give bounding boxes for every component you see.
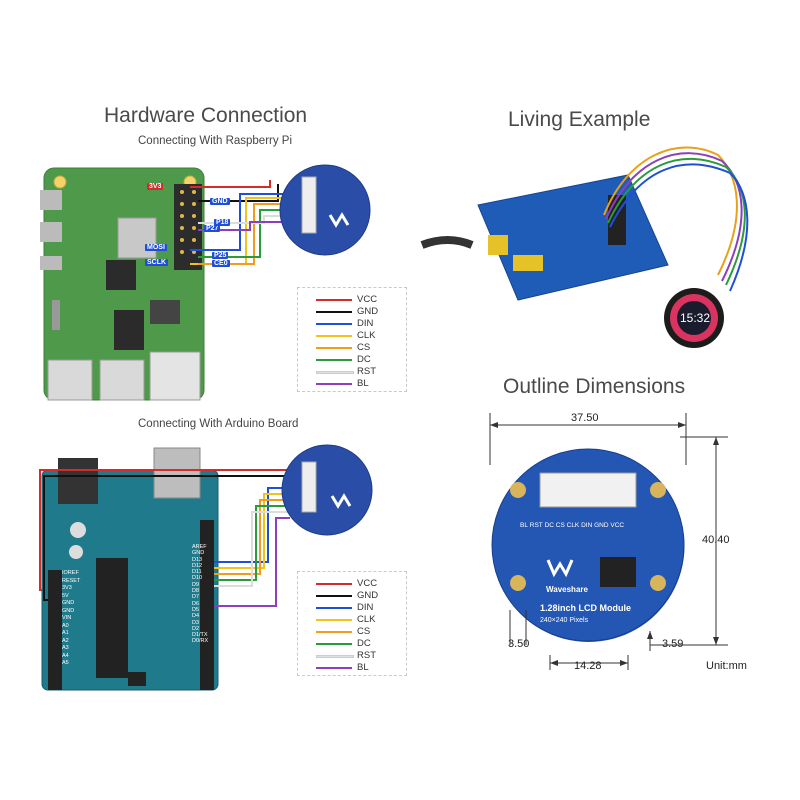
rpi-pin-ce0: CE0 <box>212 260 230 267</box>
legend-row-gnd: GND <box>298 590 388 602</box>
rpi-pin-gnd: GND <box>210 198 230 205</box>
demo-screen-time: 15:32 <box>680 311 711 325</box>
outline-dimensions-drawing <box>489 413 728 670</box>
outline-dimensions-title: Outline Dimensions <box>503 375 686 398</box>
rpi-pin-p27: P27 <box>204 225 221 232</box>
dim-height: 40.40 <box>702 534 730 546</box>
legend-row-gnd: GND <box>298 306 388 318</box>
rpi-pin-p18: P18 <box>214 219 231 226</box>
arduino-subtitle: Connecting With Arduino Board <box>138 418 299 430</box>
legend-row-cs: CS <box>298 342 388 354</box>
living-example-photo <box>420 146 749 348</box>
rpi-pin-p25: P25 <box>212 252 229 259</box>
legend-row-vcc: VCC <box>298 578 388 590</box>
arduino-diagram <box>39 447 307 691</box>
legend-row-bl: BL <box>298 378 388 390</box>
arduino-wire-legend: VCC GND DIN CLK CS DC RST BL <box>297 571 407 676</box>
lcd-module-rpi <box>279 164 371 256</box>
legend-row-din: DIN <box>298 318 388 330</box>
legend-row-rst: RST <box>298 366 388 378</box>
lcd-module-arduino <box>281 444 373 536</box>
legend-row-vcc: VCC <box>298 294 388 306</box>
legend-row-dc: DC <box>298 354 388 366</box>
module-pixels: 240×240 Pixels <box>540 617 589 624</box>
module-pin-labels: BL RST DC CS CLK DIN GND VCC <box>520 522 625 529</box>
dim-width: 37.50 <box>571 412 599 424</box>
dim-hole-offset: 3.50 <box>508 638 530 650</box>
rpi-pin-mosi: MOSI <box>145 244 167 251</box>
legend-row-bl: BL <box>298 662 388 674</box>
rpi-subtitle: Connecting With Raspberry Pi <box>138 135 293 147</box>
legend-row-clk: CLK <box>298 330 388 342</box>
legend-row-clk: CLK <box>298 614 388 626</box>
legend-row-din: DIN <box>298 602 388 614</box>
dim-connector-width: 14.28 <box>574 660 602 672</box>
rpi-wire-legend: VCC GND DIN CLK CS DC RST BL <box>297 287 407 392</box>
raspberry-pi-diagram <box>40 167 290 401</box>
legend-row-dc: DC <box>298 638 388 650</box>
dim-unit: Unit:mm <box>706 660 747 672</box>
living-example-title: Living Example <box>508 108 651 131</box>
module-name: 1.28inch LCD Module <box>540 603 632 613</box>
hardware-connection-title: Hardware Connection <box>104 104 308 127</box>
legend-row-rst: RST <box>298 650 388 662</box>
module-brand: Waveshare <box>546 585 588 594</box>
rpi-pin-sclk: SCLK <box>145 259 169 266</box>
legend-row-cs: CS <box>298 626 388 638</box>
rpi-pin-3v3: 3V3 <box>147 183 164 190</box>
dim-connector-offset: 3.59 <box>662 638 684 650</box>
